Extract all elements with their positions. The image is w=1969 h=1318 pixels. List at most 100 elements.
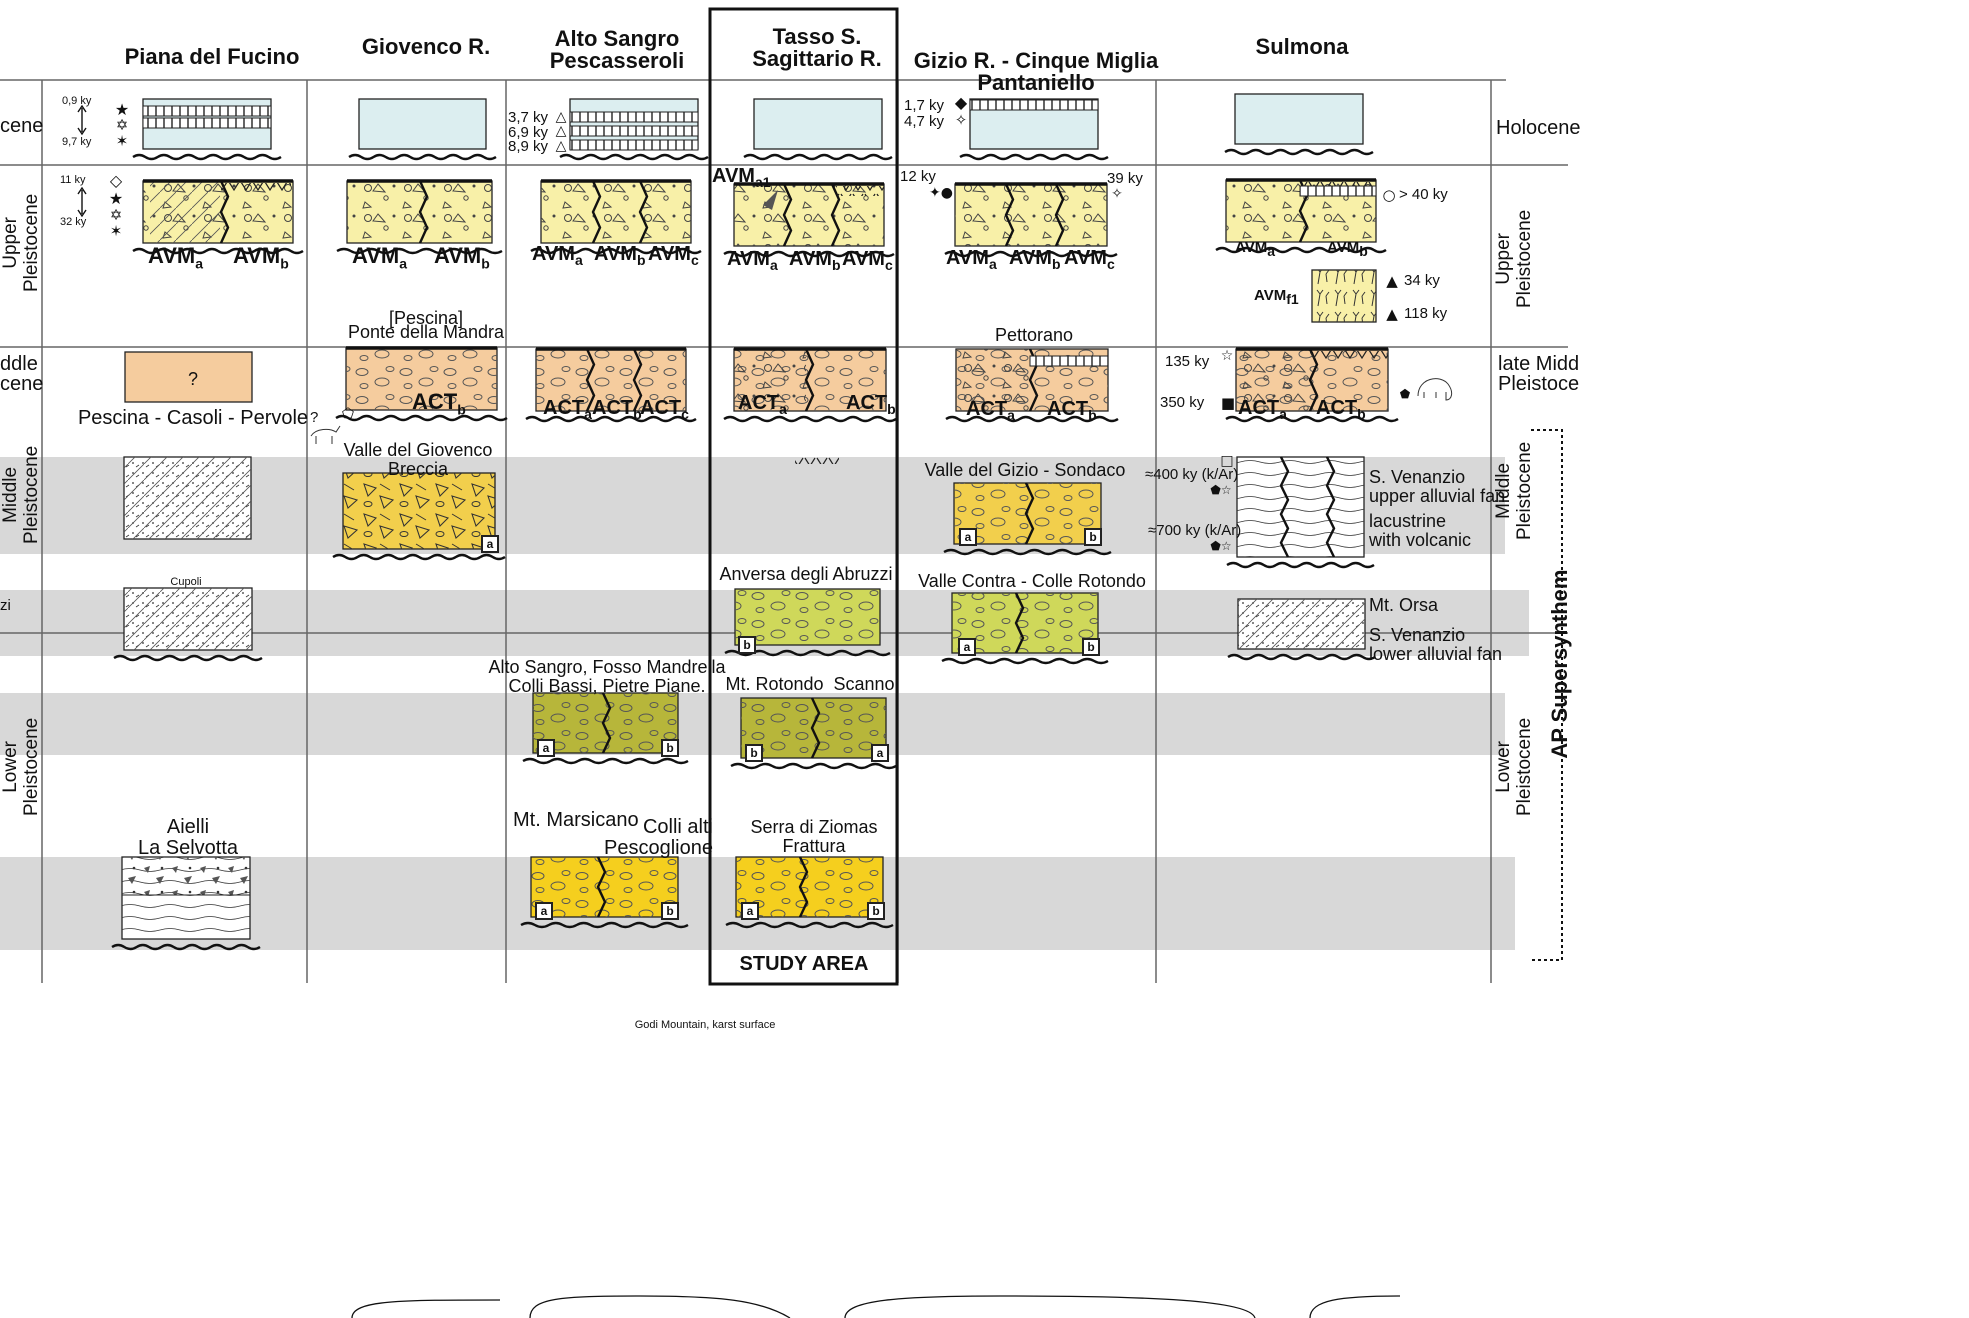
unit-label-avm-a: AVMa — [532, 244, 583, 268]
unit-subscript: c — [690, 252, 699, 268]
unconformity-line — [559, 153, 709, 161]
age-label: ≈400 ky (k/Ar) — [1145, 466, 1239, 483]
age-symbol: ⬠ — [342, 406, 354, 422]
unit-label-avm-b: AVMb — [434, 244, 490, 271]
age-label: 1,7 ky — [904, 97, 945, 114]
unit-code: ACT — [966, 398, 1008, 420]
unit-label-act-a: ACTa — [543, 398, 592, 422]
column-header: Alto Sangro Pescasseroli — [549, 26, 685, 73]
period-label-zi-left: zi — [0, 597, 11, 614]
age-symbol: ◇ — [110, 171, 123, 190]
age-symbol: △ — [556, 109, 567, 125]
unit-code: ACT — [846, 392, 888, 414]
age-symbol: ☆ — [1221, 348, 1234, 364]
unconformity-line — [959, 153, 1109, 161]
unit-subscript: b — [1359, 243, 1368, 259]
horse-icon — [310, 425, 341, 444]
period-label-lower-right: Lower Pleistocene — [1493, 717, 1535, 817]
age-symbol: ■ — [1221, 394, 1235, 412]
unconformity-line — [525, 415, 697, 423]
facies-block — [358, 98, 487, 150]
subunit-box: a — [481, 535, 499, 553]
unit-label-avm-a: AVMa — [727, 249, 778, 273]
unit-subscript: c — [681, 406, 689, 422]
unit-subscript: a — [1007, 407, 1015, 423]
place-label: Valle Contra - Colle Rotondo — [918, 571, 1146, 591]
unit-subscript: a — [195, 255, 204, 272]
unconformity-line — [332, 553, 506, 561]
period-label-upper-left: Upper Pleistocene — [0, 193, 42, 293]
place-label: Aielli La Selvotta — [137, 816, 239, 859]
unit-code: AVM — [842, 248, 885, 270]
age-symbol: △ — [556, 138, 567, 154]
subunit-box: a — [871, 744, 889, 762]
age-symbol: ✧ — [1111, 186, 1123, 202]
unit-subscript: c — [884, 257, 893, 273]
age-label: 4,7 ky — [904, 113, 945, 130]
unit-label-avm-f1: AVMf1 — [1254, 288, 1299, 307]
place-label: Anversa degli Abruzzi — [719, 564, 893, 584]
subunit-box: b — [745, 744, 763, 762]
subunit-box: b — [661, 902, 679, 920]
age-symbol: ✡ — [116, 116, 129, 134]
unit-code: AVM — [1064, 247, 1107, 269]
place-label: Mt. Rotondo Scanno — [725, 674, 895, 694]
subunit-box: b — [1082, 638, 1100, 656]
unit-subscript: b — [1357, 406, 1366, 422]
unit-label-avm-b: AVMb — [1009, 248, 1061, 272]
unconformity-line — [943, 548, 1112, 556]
unconformity-line — [941, 657, 1109, 665]
unit-subscript: b — [636, 252, 646, 268]
age-label: 9,7 ky — [62, 136, 92, 148]
unconformity-line — [723, 250, 895, 258]
column-header: Gizio R. - Cinque Miglia Pantaniello — [913, 48, 1159, 95]
place-label: Alto Sangro, Fosso Mandrella Colli Bassi… — [488, 657, 726, 696]
supersynthem-bracket — [1531, 429, 1563, 961]
age-symbol: △ — [556, 123, 567, 139]
place-label: Serra di Ziomas Frattura — [750, 817, 878, 856]
age-symbol: ✧ — [955, 111, 968, 129]
study-area-frame — [708, 7, 899, 986]
subunit-box: a — [959, 528, 977, 546]
subunit-box: b — [738, 636, 756, 654]
age-symbol: ★ — [109, 189, 123, 208]
unconformity-line — [522, 757, 689, 765]
unit-code: ACT — [412, 389, 458, 414]
column-header: Giovenco R. — [361, 34, 491, 59]
place-label: Pettorano — [994, 325, 1074, 345]
unit-subscript: a — [399, 255, 408, 272]
place-label: STUDY AREA — [739, 953, 869, 975]
unit-code: AVM — [1009, 247, 1052, 269]
unit-code: ACT — [592, 397, 634, 419]
period-label-middle-left: Middle Pleistocene — [0, 445, 42, 545]
unit-code: AVM — [594, 243, 637, 265]
unconformity-line — [336, 247, 503, 255]
period-label-lower-left: Lower Pleistocene — [0, 717, 42, 817]
age-label: 350 ky — [1160, 394, 1205, 411]
unconformity-line — [1225, 415, 1399, 423]
age-label: 11 ky — [60, 174, 86, 186]
place-label: Valle del Giovenco Breccia — [343, 440, 493, 479]
unit-subscript: a — [1279, 406, 1287, 422]
unconformity-line — [113, 654, 263, 662]
age-label: 12 ky — [900, 168, 936, 185]
age-symbol: ⬟☆ — [1210, 539, 1231, 553]
unconformity-line — [944, 250, 1118, 258]
unit-code: AVM — [1327, 239, 1360, 256]
age-label: 135 ky — [1165, 353, 1210, 370]
unit-subscript: a — [779, 401, 787, 417]
age-label: 0,9 ky — [62, 95, 92, 107]
unit-code: AVM — [789, 248, 832, 270]
facies-block — [753, 98, 883, 150]
unit-label-avm-b: AVMb — [594, 244, 646, 268]
age-symbol: ✦● — [929, 185, 953, 201]
unit-label-avm-c: AVMc — [1064, 248, 1115, 272]
unit-subscript: b — [481, 255, 490, 272]
unit-label-act-b: ACTb — [592, 398, 642, 422]
period-label-late-middle-right: late Midd Pleistoce — [1498, 353, 1580, 395]
unit-code: ACT — [1316, 397, 1358, 419]
unit-label-act-b: ACTb — [1047, 399, 1097, 423]
column-header: Tasso S. Sagittario R. — [752, 24, 882, 71]
unit-code: AVM — [434, 243, 482, 268]
unknown-marker: ? — [188, 369, 199, 389]
